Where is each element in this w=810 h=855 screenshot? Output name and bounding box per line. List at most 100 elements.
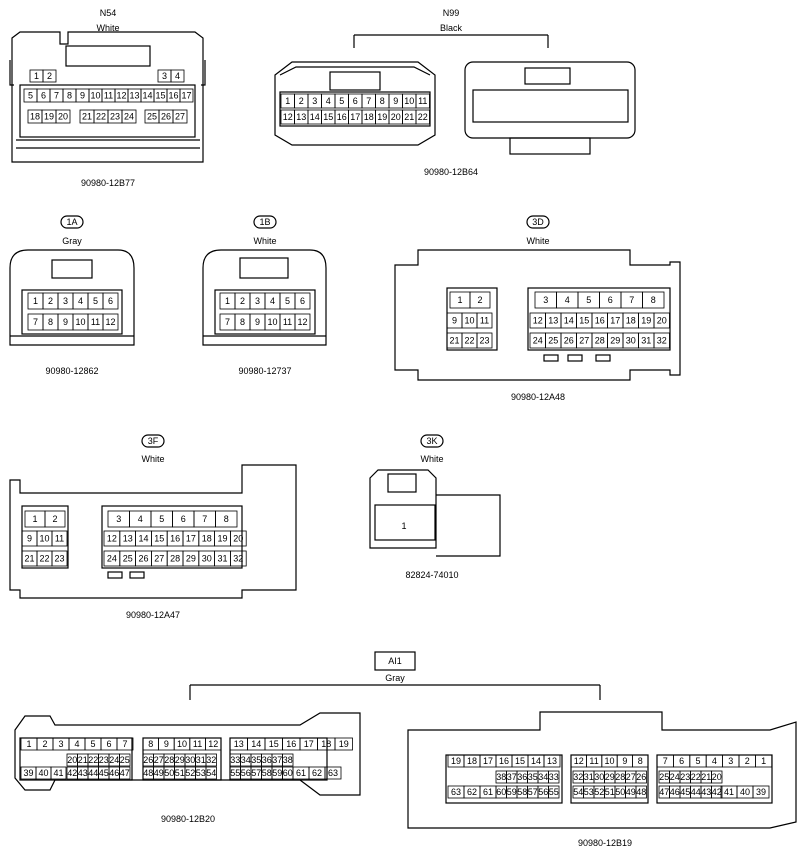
- 3d-pin-11: 11: [480, 316, 489, 326]
- ai1-b19-pin-cell: [635, 770, 647, 784]
- ai1-b19-pin-cell: [711, 785, 723, 799]
- ai1-b20-pin-63: 63: [328, 768, 338, 778]
- n54-part-number: 90980-12B77: [81, 178, 135, 188]
- ai1-b19-pin-20: 20: [712, 772, 722, 782]
- 3k-code: 3K: [426, 436, 437, 446]
- ai1-b20-pin-34: 34: [241, 755, 251, 765]
- 3f-pin-cell: [215, 510, 238, 528]
- n54-pin-14: 14: [142, 91, 152, 101]
- ai1-b20-pin-53: 53: [196, 768, 206, 778]
- 3f-pin-9: 9: [27, 534, 32, 544]
- 3d-pin-24: 24: [533, 336, 543, 346]
- ai1-b19-pin-cell: [635, 785, 647, 799]
- n54-pin-cell: [172, 109, 188, 124]
- ai1-b19-pin-42: 42: [712, 787, 722, 797]
- ai1-b20-pin-25: 25: [120, 755, 130, 765]
- 1b-pin-10: 10: [267, 317, 277, 327]
- ai1-b20-pin-56: 56: [241, 768, 251, 778]
- n54-pin-9: 9: [80, 91, 85, 101]
- ai1-b20-pin-cell: [116, 737, 134, 751]
- n54-pin-19: 19: [44, 112, 54, 122]
- ai1-b20-pin-39: 39: [23, 768, 33, 778]
- n54-pin-cell: [55, 109, 71, 124]
- 3d-pin-cell: [653, 312, 670, 329]
- 3d-pin-4: 4: [565, 295, 570, 305]
- ai1-b19-pin-4: 4: [712, 756, 717, 766]
- ai1-b20-pin-cell: [324, 766, 342, 780]
- ai1-b20-part-number: 90980-12B20: [161, 814, 215, 824]
- ai1-b19-pin-3: 3: [728, 756, 733, 766]
- n54-pin-cell: [170, 69, 185, 83]
- 1a-pin-12: 12: [105, 317, 115, 327]
- n54-pin-12: 12: [116, 91, 126, 101]
- n99-pin-cell: [415, 93, 430, 109]
- ai1-b19-pin-53: 53: [584, 787, 594, 797]
- 3d-pin-19: 19: [641, 316, 651, 326]
- n99-pin-5: 5: [339, 96, 344, 106]
- 3d-pin-16: 16: [595, 316, 605, 326]
- n99-pin-22: 22: [418, 112, 428, 122]
- 1a-pin-8: 8: [48, 317, 53, 327]
- n54-pin-cell: [42, 69, 57, 83]
- 1a-pin-2: 2: [48, 296, 53, 306]
- n54-pin-8: 8: [67, 91, 72, 101]
- 3f-pin-26: 26: [138, 554, 148, 564]
- ai1-b20-pin-48: 48: [143, 768, 153, 778]
- ai1-b20-pin-32: 32: [206, 755, 216, 765]
- n99-pin-20: 20: [391, 112, 401, 122]
- 3k-housing: [369, 469, 501, 557]
- n99-pin-13: 13: [296, 112, 306, 122]
- 3f-pin-cell: [44, 510, 66, 528]
- ai1-b19-pin-45: 45: [680, 787, 690, 797]
- n54-pin-2: 2: [47, 71, 52, 81]
- n54-pin-16: 16: [168, 91, 178, 101]
- n99-pin-8: 8: [380, 96, 385, 106]
- 1b-badge: [253, 215, 277, 229]
- n54-pin-24: 24: [124, 112, 134, 122]
- ai1-b19-pin-35: 35: [528, 772, 538, 782]
- ai1-b20-pin-13: 13: [234, 739, 244, 749]
- ai1-b19-pin-cell: [543, 754, 561, 768]
- ai1-b20-pin-24: 24: [109, 755, 119, 765]
- 3f-pin-7: 7: [202, 514, 207, 524]
- ai1-b20-pin-57: 57: [251, 768, 261, 778]
- ai1-b19-pin-10: 10: [604, 756, 614, 766]
- n99-pin-6: 6: [353, 96, 358, 106]
- ai1-b20-pin-44: 44: [88, 768, 98, 778]
- ai1-b19-pin-44: 44: [691, 787, 701, 797]
- 1b-pin-4: 4: [270, 296, 275, 306]
- ai1-b19-pin-7: 7: [663, 756, 668, 766]
- 3f-pin-13: 13: [123, 534, 133, 544]
- 3d-pin-21: 21: [449, 336, 459, 346]
- 3k-badge: [420, 434, 444, 448]
- n54-pin-cell: [121, 109, 137, 124]
- 3d-pin-28: 28: [595, 336, 605, 346]
- 1b-pin-12: 12: [297, 317, 307, 327]
- 1b-pin-5: 5: [285, 296, 290, 306]
- 3d-pin-14: 14: [564, 316, 574, 326]
- 1b-part-number: 90980-12737: [238, 366, 291, 376]
- 3f-pin-5: 5: [159, 514, 164, 524]
- n54-pin-6: 6: [41, 91, 46, 101]
- ai1-b19-pin-cell: [755, 754, 773, 768]
- n99-pin-21: 21: [404, 112, 414, 122]
- n99-pin-cell: [415, 109, 430, 125]
- 1a-housing: [9, 249, 135, 346]
- 3d-pin-30: 30: [626, 336, 636, 346]
- ai1-b20-pin-36: 36: [262, 755, 272, 765]
- n99-color: Black: [440, 23, 463, 33]
- 3f-pin-14: 14: [138, 534, 148, 544]
- ai1-b19-pin-29: 29: [605, 772, 615, 782]
- ai1-b19-pin-cell: [752, 785, 770, 799]
- ai1-b20-pin-10: 10: [177, 739, 187, 749]
- ai1-b20-pin-9: 9: [164, 739, 169, 749]
- ai1-b20-pin-45: 45: [99, 768, 109, 778]
- 3d-pin-cell: [476, 332, 493, 349]
- ai1-b20-pin-5: 5: [90, 739, 95, 749]
- 1b-housing: [202, 249, 327, 346]
- 3d-pin-23: 23: [479, 336, 489, 346]
- 1b-code: 1B: [259, 217, 270, 227]
- n54-pin-27: 27: [175, 112, 185, 122]
- ai1-b20-pin-27: 27: [154, 755, 164, 765]
